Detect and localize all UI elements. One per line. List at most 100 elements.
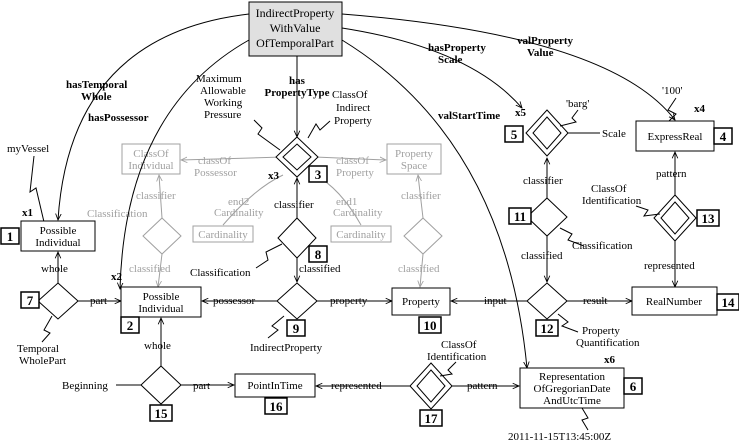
node-14-id: 14 — [722, 295, 736, 310]
node-16-id: 16 — [270, 399, 284, 414]
grey-classification-diamond-right[interactable] — [403, 217, 443, 255]
node-14-badge — [716, 293, 739, 311]
node-8-id: 8 — [315, 247, 322, 262]
grey-classification-left: Classification — [87, 208, 148, 220]
node-15-badge — [149, 404, 173, 422]
has-property-scale-2: Scale — [438, 54, 463, 66]
indirect-property-diamond[interactable] — [276, 282, 318, 320]
possible-individual-box-1[interactable] — [20, 220, 96, 252]
real-number-box[interactable] — [631, 286, 718, 316]
node-2-id: 2 — [127, 318, 134, 333]
node-17-id: 17 — [425, 411, 439, 426]
point-in-time-box[interactable] — [234, 373, 316, 398]
node-4-badge — [713, 127, 733, 145]
class-of-individual-box[interactable] — [121, 143, 181, 175]
n12-result: result — [583, 295, 607, 307]
n7-whole: whole — [41, 263, 68, 275]
n7-label-1: Temporal — [17, 343, 59, 355]
n10-label: Property — [402, 296, 440, 308]
max-allowable-1: Maximum — [196, 73, 242, 85]
n11-classified: classified — [521, 250, 563, 262]
top-box-label-2: WithValue — [270, 21, 321, 35]
node-11-badge — [508, 207, 532, 225]
n3-mult: x3 — [268, 170, 280, 182]
property-quantification-diamond[interactable] — [526, 282, 568, 320]
node-12-badge — [535, 319, 559, 337]
n3-label-1: ClassOf — [332, 89, 368, 101]
n15-part: part — [193, 380, 210, 392]
grey-classified-left: classified — [129, 263, 171, 275]
temporal-whole-part-diamond[interactable] — [37, 282, 79, 320]
max-allowable-2: Allowable — [200, 85, 246, 97]
grey-classification-diamond-left[interactable] — [142, 217, 182, 255]
property-space-box[interactable] — [386, 143, 442, 175]
cardinality-box-right[interactable] — [330, 225, 392, 243]
n17-pattern: pattern — [467, 380, 498, 392]
val-start-time-label: valStartTime — [438, 110, 500, 122]
indirect-property-with-value-box[interactable] — [248, 1, 343, 57]
grey-classifier-left: classifier — [136, 190, 176, 202]
n9-property: property — [330, 295, 368, 307]
n16-label: PointInTime — [247, 380, 302, 392]
n6-mult: x6 — [604, 354, 616, 366]
n2-label-1: Possible — [143, 291, 180, 303]
has-property-scale-1: hasProperty — [428, 42, 486, 54]
hundred-label: '100' — [662, 85, 682, 97]
end2-cardinality: Cardinality — [214, 207, 264, 219]
n9-possessor: possessor — [213, 295, 256, 307]
n6-label-2: OfGregorianDate — [534, 383, 611, 395]
n17-label-2: Identification — [427, 351, 487, 363]
datetime-label: 2011-11-15T13:45:00Z — [508, 431, 611, 443]
property-box[interactable] — [391, 287, 451, 316]
end2-label: end2 — [228, 196, 249, 208]
class-of-identification-diamond-17-inner — [416, 369, 446, 403]
n6-label-1: Representation — [539, 371, 605, 383]
n12-label-2: Quantification — [576, 337, 640, 349]
class-of-identification-diamond-13-inner — [660, 201, 690, 235]
n4-label: ExpressReal — [648, 131, 703, 143]
n7-label-2: WholePart — [19, 355, 66, 367]
val-property-value-1: valProperty — [517, 35, 574, 47]
class-of-property-2: Property — [336, 167, 374, 179]
n13-represented: represented — [644, 260, 695, 272]
property-space-label-2: Space — [401, 160, 427, 172]
n7-part: part — [90, 295, 107, 307]
has-temporal-whole-1: hasTemporal — [66, 79, 127, 91]
class-of-indirect-property-diamond-inner — [282, 143, 312, 171]
beginning-diamond[interactable] — [140, 365, 182, 405]
node-5-id: 5 — [511, 127, 518, 142]
n1-mult: x1 — [22, 207, 33, 219]
class-of-individual-label-1: ClassOf — [133, 148, 169, 160]
n13-label-2: Identification — [582, 195, 642, 207]
n4-mult: x4 — [694, 103, 706, 115]
property-space-label-1: Property — [395, 148, 433, 160]
classification-diamond-11[interactable] — [526, 197, 568, 237]
representation-of-gregorian-date-box[interactable] — [519, 367, 625, 409]
node-13-id: 13 — [702, 211, 716, 226]
n17-represented: represented — [331, 380, 382, 392]
end1-cardinality: Cardinality — [333, 207, 383, 219]
n8-classifier: classifier — [274, 199, 314, 211]
n1-label-2: Individual — [35, 237, 80, 249]
node-5-badge — [504, 125, 524, 143]
express-real-box[interactable] — [635, 120, 715, 152]
n3-label-2: Indirect — [336, 102, 370, 114]
possible-individual-box-2[interactable] — [120, 286, 202, 318]
grey-classified-right: classified — [398, 263, 440, 275]
node-10-badge — [418, 316, 442, 334]
node-3-badge — [308, 165, 328, 183]
node-12-id: 12 — [541, 321, 554, 336]
top-box-label-1: IndirectProperty — [256, 6, 335, 20]
cardinality-box-left[interactable] — [192, 225, 254, 243]
scale-diamond-inner — [532, 116, 562, 150]
n2-mult: x2 — [111, 271, 123, 283]
n6-label-3: AndUtcTime — [543, 395, 601, 407]
node-9-id: 9 — [293, 321, 300, 336]
class-of-individual-label-2: Individual — [128, 160, 173, 172]
node-2-badge — [120, 316, 140, 334]
n13-pattern: pattern — [656, 168, 687, 180]
class-of-possessor-2: Possessor — [194, 167, 237, 179]
faded-reference-section: ClassOf Individual Property Space Cardin… — [87, 143, 443, 287]
node-9-badge — [286, 319, 306, 337]
